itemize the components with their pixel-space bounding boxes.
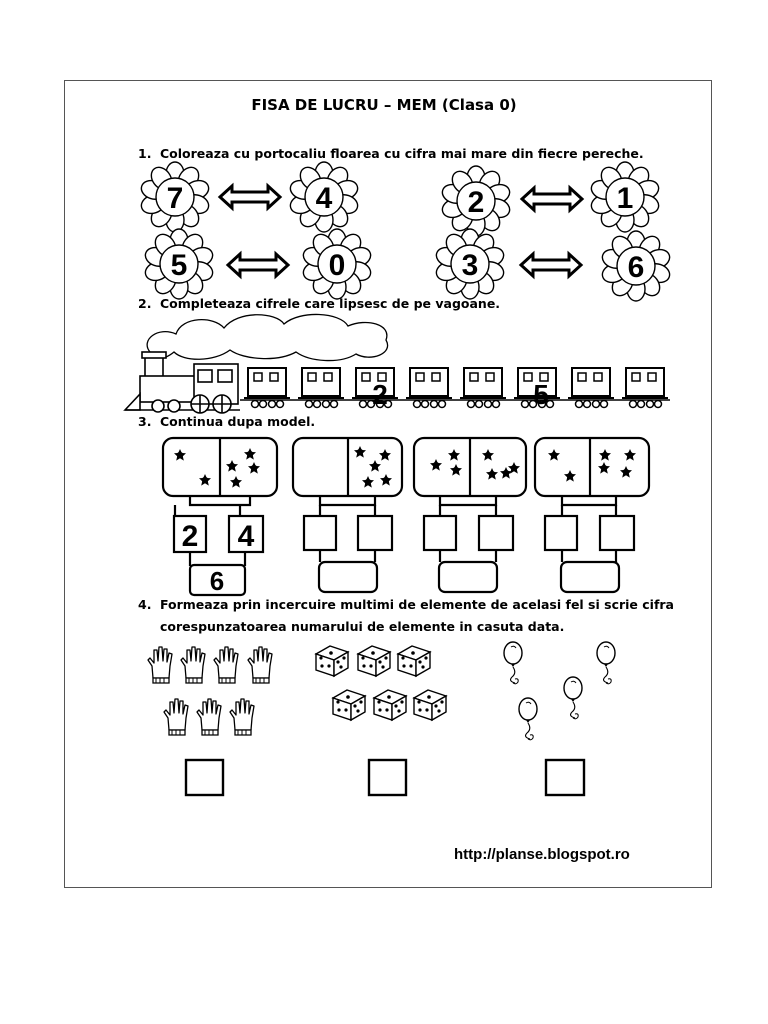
page-title: FISA DE LUCRU – MEM (Clasa 0)	[251, 96, 517, 114]
glove-icon[interactable]	[180, 646, 206, 684]
answer-box[interactable]	[477, 514, 515, 552]
answer-box[interactable]	[356, 514, 394, 552]
flower-digit: 7	[167, 182, 184, 215]
locomotive-icon	[123, 351, 240, 414]
answer-box[interactable]	[367, 758, 408, 797]
exercise-2-instruction: 2. Completeaza cifrele care lipsesc de pe…	[138, 296, 500, 311]
exercise-3-text: Continua dupa model.	[160, 414, 316, 429]
balloon-icon[interactable]	[518, 697, 538, 741]
smoke-cloud-icon	[146, 313, 389, 362]
exercise-1-number: 1.	[138, 146, 152, 161]
sum-box[interactable]	[559, 560, 621, 594]
exercise-2-number: 2.	[138, 296, 152, 311]
balloon-icon[interactable]	[596, 641, 616, 685]
answer-box[interactable]	[544, 758, 586, 797]
exercise-2-train: 2 5	[123, 313, 670, 414]
exercise-4-text-line1: Formeaza prin incercuire multimi de elem…	[160, 597, 674, 612]
dice-icon[interactable]	[315, 645, 349, 677]
flower-digit: 6	[628, 251, 645, 284]
double-arrow-icon	[218, 184, 282, 210]
wagon-icon[interactable]	[621, 367, 669, 409]
worksheet-frame	[64, 80, 712, 888]
glove-icon[interactable]	[213, 646, 239, 684]
answer-box[interactable]	[227, 514, 265, 554]
answer-box[interactable]	[302, 514, 338, 552]
sum-box[interactable]	[317, 560, 379, 594]
exercise-4-balloons	[503, 641, 616, 741]
double-arrow-icon	[520, 186, 584, 212]
balloon-icon[interactable]	[563, 676, 583, 720]
exercise-2-text: Completeaza cifrele care lipsesc de pe v…	[160, 296, 501, 311]
balloon-icon[interactable]	[503, 641, 523, 685]
dice-icon[interactable]	[357, 645, 391, 677]
wagon-icon[interactable]	[297, 367, 345, 409]
answer-box[interactable]	[598, 514, 636, 552]
wagon-digit: 5	[533, 379, 549, 410]
footer-url[interactable]: http://planse.blogspot.ro	[454, 846, 630, 863]
glove-icon[interactable]	[147, 646, 173, 684]
dice-icon[interactable]	[373, 689, 407, 721]
flower-digit: 1	[617, 182, 634, 215]
wagon-icon[interactable]	[405, 367, 453, 409]
answer-box[interactable]	[172, 514, 208, 554]
answer-box[interactable]	[184, 758, 225, 797]
wagon-icon[interactable]	[567, 367, 615, 409]
flower-digit: 3	[462, 249, 479, 282]
dice-icon[interactable]	[332, 689, 366, 721]
sum-box[interactable]	[188, 563, 247, 597]
exercise-4-instruction: 4. Formeaza prin incercuire multimi de el…	[138, 597, 674, 612]
flower-digit: 2	[468, 186, 485, 219]
wagon-digit: 2	[372, 379, 388, 410]
exercise-4-dice	[315, 645, 447, 721]
answer-box[interactable]	[422, 514, 458, 552]
double-arrow-icon	[226, 252, 290, 278]
model-right-digit: 4	[238, 520, 255, 553]
exercise-3-number: 3.	[138, 414, 152, 429]
flower-digit: 5	[171, 249, 188, 282]
exercise-4-number: 4.	[138, 597, 152, 612]
wagon-icon[interactable]	[243, 367, 291, 409]
exercise-1-flowers: 7 4 2 1 5 0 3 6	[138, 161, 673, 302]
exercise-1-text: Coloreaza cu portocaliu floarea cu cifra…	[160, 146, 644, 161]
exercise-3-instruction: 3. Continua dupa model.	[138, 414, 315, 429]
flower-digit: 4	[316, 182, 333, 215]
double-arrow-icon	[519, 252, 583, 278]
exercise-3-dominoes	[161, 436, 651, 597]
glove-icon[interactable]	[247, 646, 273, 684]
model-sum-digit: 6	[210, 566, 224, 596]
flower-digit: 0	[329, 249, 346, 282]
answer-box[interactable]	[543, 514, 579, 552]
dice-icon[interactable]	[413, 689, 447, 721]
exercise-1-instruction: 1. Coloreaza cu portocaliu floarea cu cif…	[138, 146, 644, 161]
wagon-icon[interactable]	[459, 367, 507, 409]
dice-icon[interactable]	[397, 645, 431, 677]
glove-icon[interactable]	[229, 698, 255, 736]
model-left-digit: 2	[182, 520, 199, 553]
exercise-4-gloves	[147, 646, 273, 736]
glove-icon[interactable]	[196, 698, 222, 736]
exercise-4-text-line2: corespunzatoarea numarului de elemente i…	[160, 619, 565, 634]
exercise-4-answer-boxes	[184, 758, 586, 797]
domino-card	[533, 436, 651, 498]
glove-icon[interactable]	[163, 698, 189, 736]
sum-box[interactable]	[437, 560, 499, 594]
